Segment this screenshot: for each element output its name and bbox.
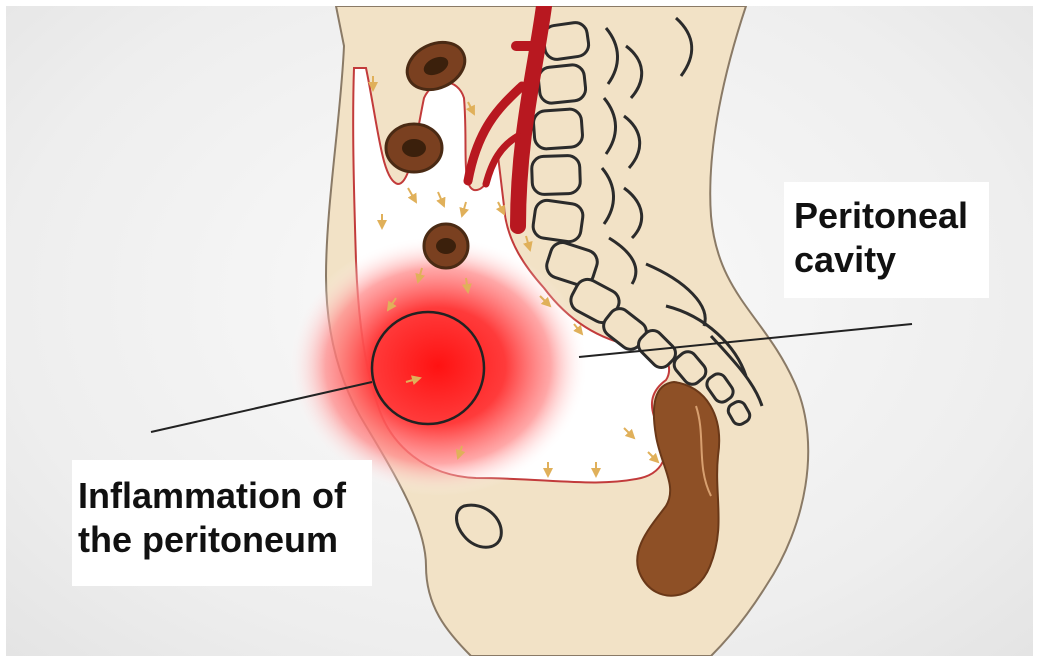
- inflammation-label-line-2: the peritoneum: [78, 518, 372, 562]
- inflammation-label: Inflammation of the peritoneum: [72, 460, 372, 586]
- peritoneal-cavity-label-line-1: Peritoneal: [794, 194, 989, 238]
- peritoneal-cavity-label-line-2: cavity: [794, 238, 989, 282]
- inflammation-label-line-1: Inflammation of: [78, 474, 372, 518]
- peritoneal-cavity-label: Peritoneal cavity: [784, 182, 989, 298]
- diagram-frame: Peritoneal cavity Inflammation of the pe…: [6, 6, 1033, 656]
- inflammation-glow: [288, 236, 588, 496]
